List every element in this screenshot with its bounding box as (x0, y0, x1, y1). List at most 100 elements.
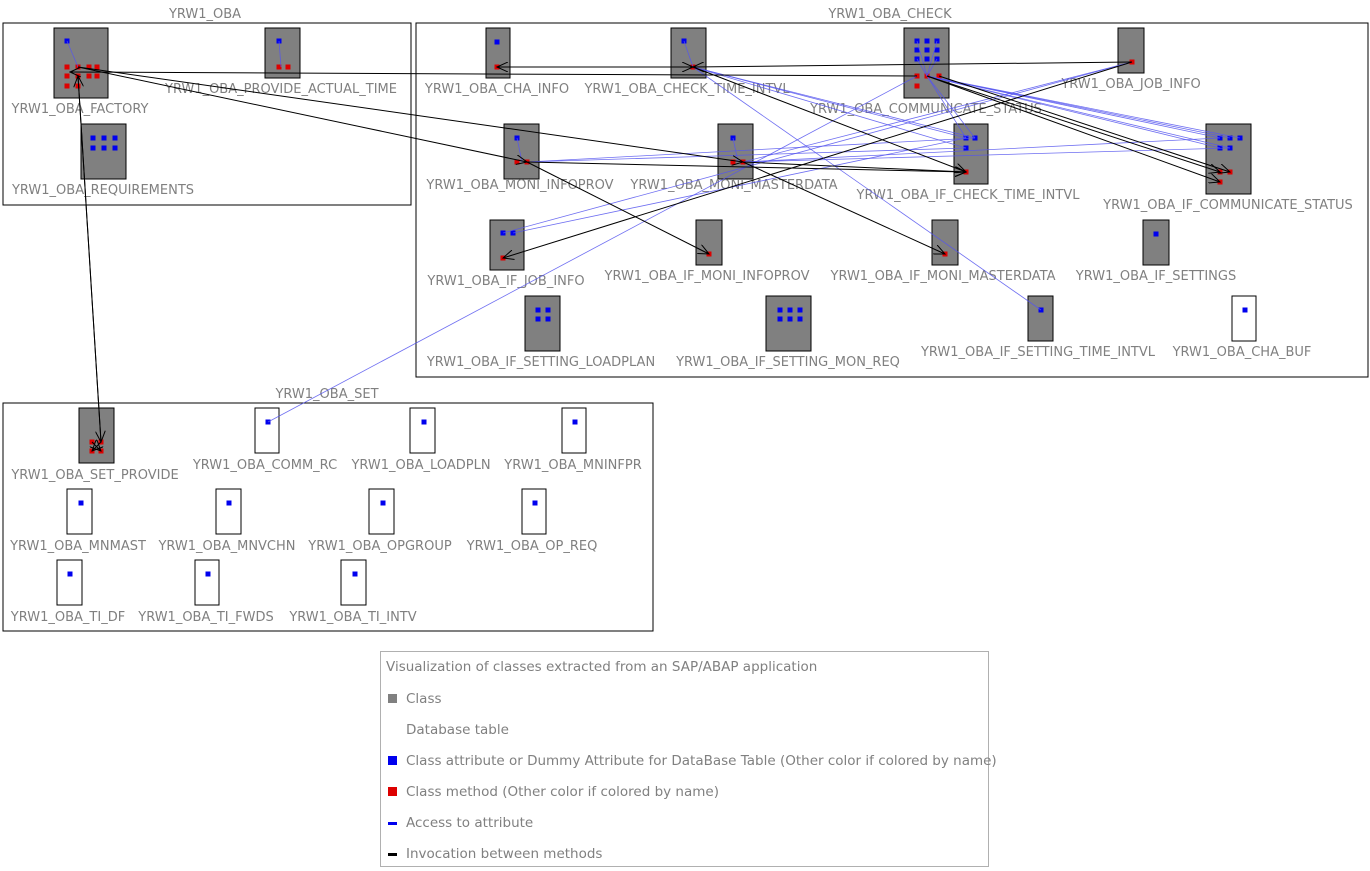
access-edge (926, 75, 967, 139)
table-yrw1-oba-opgroup[interactable]: YRW1_OBA_OPGROUP (307, 488, 452, 554)
class-label: YRW1_OBA_CHA_INFO (424, 82, 569, 97)
class-box (1142, 219, 1170, 266)
attribute-marker (914, 47, 920, 53)
table-yrw1-oba-comm-rc[interactable]: YRW1_OBA_COMM_RC (192, 407, 337, 473)
class-yrw1-oba-if-setting-loadplan[interactable]: YRW1_OBA_IF_SETTING_LOADPLAN (426, 295, 655, 370)
attribute-swatch-icon (388, 756, 397, 765)
access-edge (926, 75, 1231, 149)
package-title: YRW1_OBA_CHECK (827, 7, 952, 22)
class-label: YRW1_OBA_IF_SETTINGS (1075, 269, 1236, 284)
class-label: YRW1_OBA_IF_SETTING_TIME_INTVL (920, 345, 1156, 360)
class-yrw1-oba-job-info[interactable]: YRW1_OBA_JOB_INFO (1060, 27, 1201, 92)
class-box (264, 27, 301, 79)
class-label: YRW1_OBA_IF_SETTING_MON_REQ (675, 355, 900, 370)
access-line-icon (388, 822, 397, 825)
class-label: YRW1_OBA_PROVIDE_ACTUAL_TIME (164, 82, 397, 97)
table-yrw1-oba-ti-df[interactable]: YRW1_OBA_TI_DF (10, 559, 125, 625)
invocation-edge (926, 75, 1220, 182)
invocation-edge (526, 161, 709, 254)
attribute-marker (545, 307, 551, 313)
class-yrw1-oba-if-moni-infoprov[interactable]: YRW1_OBA_IF_MONI_INFOPROV (604, 219, 810, 284)
invocation-edge (92, 442, 101, 451)
class-label: YRW1_OBA_COMM_RC (192, 458, 337, 473)
attribute-marker (112, 135, 118, 141)
method-marker (75, 83, 81, 89)
table-yrw1-oba-ti-intv[interactable]: YRW1_OBA_TI_INTV (288, 559, 417, 625)
method-marker (86, 64, 92, 70)
class-label: YRW1_OBA_IF_MONI_MASTERDATA (830, 269, 1056, 284)
table-box (521, 488, 547, 535)
access-edge (742, 61, 1133, 163)
class-yrw1-oba-cha-info[interactable]: YRW1_OBA_CHA_INFO (424, 27, 569, 97)
access-edge (526, 147, 967, 163)
table-box (340, 559, 367, 606)
attribute-marker (535, 307, 541, 313)
class-label: YRW1_OBA_TI_DF (10, 610, 125, 625)
class-box (489, 219, 525, 271)
class-label: YRW1_OBA_FACTORY (11, 102, 149, 117)
class-label: YRW1_OBA_IF_CHECK_TIME_INTVL (856, 188, 1081, 203)
table-yrw1-oba-op-req[interactable]: YRW1_OBA_OP_REQ (466, 488, 598, 554)
package-yrw1-oba-check: YRW1_OBA_CHECK (415, 7, 1369, 378)
access-edge (692, 66, 967, 149)
invocation-edge (926, 75, 1220, 172)
class-box (765, 295, 812, 352)
attribute-marker (545, 316, 551, 322)
access-edge (926, 58, 938, 77)
class-label: YRW1_OBA_MNMAST (9, 539, 146, 554)
table-yrw1-oba-mninfpr[interactable]: YRW1_OBA_MNINFPR (503, 407, 642, 473)
access-edge (916, 58, 928, 77)
class-yrw1-oba-if-job-info[interactable]: YRW1_OBA_IF_JOB_INFO (426, 219, 585, 289)
access-edge (502, 61, 1133, 234)
class-yrw1-oba-if-moni-masterdata[interactable]: YRW1_OBA_IF_MONI_MASTERDATA (830, 219, 1056, 284)
attribute-marker (532, 500, 538, 506)
attribute-marker (101, 145, 107, 151)
access-edge (278, 40, 282, 68)
access-edge (692, 66, 976, 139)
class-yrw1-oba-if-setting-time-intvl[interactable]: YRW1_OBA_IF_SETTING_TIME_INTVL (920, 295, 1156, 360)
class-yrw1-oba-provide-actual-time[interactable]: YRW1_OBA_PROVIDE_ACTUAL_TIME (164, 27, 397, 97)
class-box (53, 27, 109, 99)
access-edge (926, 75, 976, 139)
attribute-marker (90, 135, 96, 141)
class-yrw1-oba-if-settings[interactable]: YRW1_OBA_IF_SETTINGS (1075, 219, 1236, 284)
method-marker (276, 64, 282, 70)
access-edge (267, 75, 918, 423)
table-yrw1-oba-loadpln[interactable]: YRW1_OBA_LOADPLN (350, 407, 491, 473)
attribute-marker (787, 316, 793, 322)
attribute-marker (924, 38, 930, 44)
package-frame (2, 22, 412, 206)
attribute-marker (380, 500, 386, 506)
invocation-edge (693, 61, 1133, 67)
method-marker (64, 64, 70, 70)
class-label: YRW1_OBA_MNVCHN (157, 539, 295, 554)
class-label: YRW1_OBA_TI_FWDS (137, 610, 273, 625)
package-yrw1-oba: YRW1_OBA (2, 7, 412, 206)
invocation-edge (70, 72, 918, 76)
invocation-line-icon (388, 853, 397, 856)
class-box (1027, 295, 1054, 342)
class-yrw1-oba-set-provide[interactable]: YRW1_OBA_SET_PROVIDE (10, 407, 179, 483)
invocation-edge (77, 75, 101, 442)
attribute-marker (777, 316, 783, 322)
table-yrw1-oba-ti-fwds[interactable]: YRW1_OBA_TI_FWDS (137, 559, 274, 625)
method-marker (94, 73, 100, 79)
table-yrw1-oba-mnvchn[interactable]: YRW1_OBA_MNVCHN (157, 488, 296, 554)
method-marker (86, 73, 92, 79)
class-label: YRW1_OBA_IF_COMMUNICATE_STATUS (1102, 198, 1353, 213)
access-edge (926, 75, 1241, 139)
table-yrw1-oba-cha-buf[interactable]: YRW1_OBA_CHA_BUF (1172, 295, 1312, 360)
attribute-marker (934, 47, 940, 53)
table-box (409, 407, 436, 454)
class-box (695, 219, 723, 266)
method-marker (914, 83, 920, 89)
class-box (80, 123, 127, 180)
table-yrw1-oba-mnmast[interactable]: YRW1_OBA_MNMAST (9, 488, 146, 554)
class-label: YRW1_OBA_SET_PROVIDE (10, 468, 178, 483)
class-yrw1-oba-communicate-status[interactable]: YRW1_OBA_COMMUNICATE_STATUS (809, 27, 1042, 117)
class-box (503, 123, 540, 180)
table-box (66, 488, 93, 535)
class-yrw1-oba-requirements[interactable]: YRW1_OBA_REQUIREMENTS (11, 123, 194, 198)
class-yrw1-oba-if-setting-mon-req[interactable]: YRW1_OBA_IF_SETTING_MON_REQ (675, 295, 900, 370)
